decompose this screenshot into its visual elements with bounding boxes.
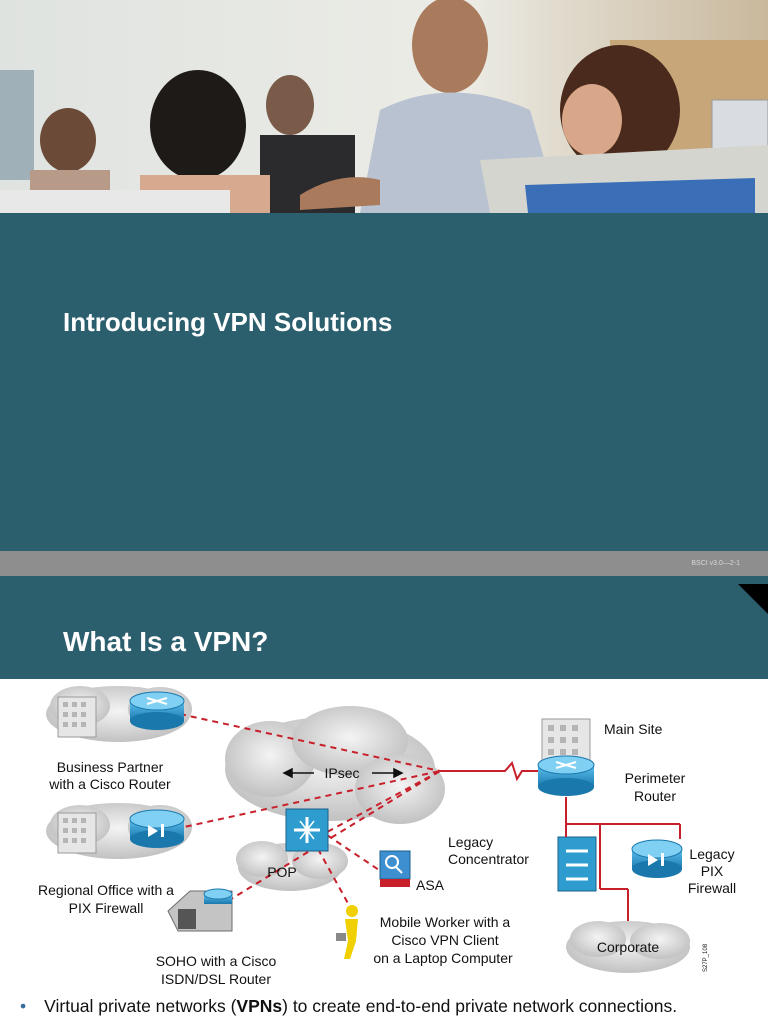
- asa-icon: [379, 850, 411, 887]
- legacy-pix-label: Firewall: [688, 880, 736, 896]
- footer-text: BSCI v3.0—2-1: [691, 560, 740, 567]
- regional-office-label: PIX Firewall: [69, 900, 144, 916]
- vpn-network-diagram: Business Partner with a Cisco Router Reg…: [0, 679, 768, 991]
- ipsec-label: IPsec: [324, 765, 359, 781]
- soho-label: SOHO with a Cisco: [156, 953, 277, 969]
- perimeter-router-icon: [537, 755, 595, 796]
- main-site-label: Main Site: [604, 721, 663, 737]
- legacy-pix-firewall-icon: [631, 839, 683, 878]
- figure-id-label: S27P_108: [703, 943, 709, 972]
- title-slide: Introducing VPN Solutions: [0, 213, 768, 551]
- corporate-cloud: [566, 921, 690, 973]
- header-photo: [0, 0, 768, 213]
- perimeter-router-label: Router: [634, 788, 676, 804]
- pop-label: POP: [267, 864, 297, 880]
- bullet-text: • Virtual private networks (VPNs) to crea…: [20, 996, 677, 1017]
- bullet-dot-icon: •: [20, 996, 27, 1016]
- corner-triangle: [738, 584, 768, 614]
- legacy-concentrator-label: Concentrator: [448, 851, 529, 867]
- mobile-worker-label: on a Laptop Computer: [373, 950, 513, 966]
- business-partner-label: with a Cisco Router: [48, 776, 171, 792]
- soho-router-icon: [167, 888, 233, 932]
- perimeter-router-label: Perimeter: [625, 770, 686, 786]
- corporate-label: Corporate: [597, 939, 659, 955]
- pix-firewall-icon: [129, 809, 185, 848]
- mobile-worker-label: Cisco VPN Client: [391, 932, 498, 948]
- bullet-text-bold: VPNs: [236, 996, 283, 1016]
- building-icon: [57, 812, 97, 854]
- slide-footer-bar: BSCI v3.0—2-1: [0, 551, 768, 576]
- ipsec-arrows: [282, 767, 404, 779]
- vpn-concentrator-icon: [285, 808, 329, 852]
- slide2-title: What Is a VPN?: [63, 626, 269, 657]
- mobile-worker-label: Mobile Worker with a: [380, 914, 511, 930]
- router-icon: [129, 691, 185, 730]
- legacy-concentrator-label: Legacy: [448, 834, 493, 850]
- legacy-pix-label: Legacy: [689, 846, 734, 862]
- business-partner-label: Business Partner: [57, 759, 164, 775]
- legacy-pix-label: PIX: [701, 863, 724, 879]
- legacy-concentrator-icon: [557, 836, 597, 892]
- internet-cloud: [225, 706, 445, 824]
- bullet-text-before: Virtual private networks (: [44, 996, 237, 1016]
- building-icon: [57, 696, 97, 738]
- mobile-worker-icon: [336, 905, 358, 959]
- bullet-text-after: ) to create end-to-end private network c…: [282, 996, 678, 1016]
- asa-label: ASA: [416, 877, 445, 893]
- soho-label: ISDN/DSL Router: [161, 971, 271, 987]
- slide2-header: What Is a VPN?: [0, 576, 768, 679]
- slide-title: Introducing VPN Solutions: [63, 307, 393, 337]
- regional-office-label: Regional Office with a: [38, 882, 174, 898]
